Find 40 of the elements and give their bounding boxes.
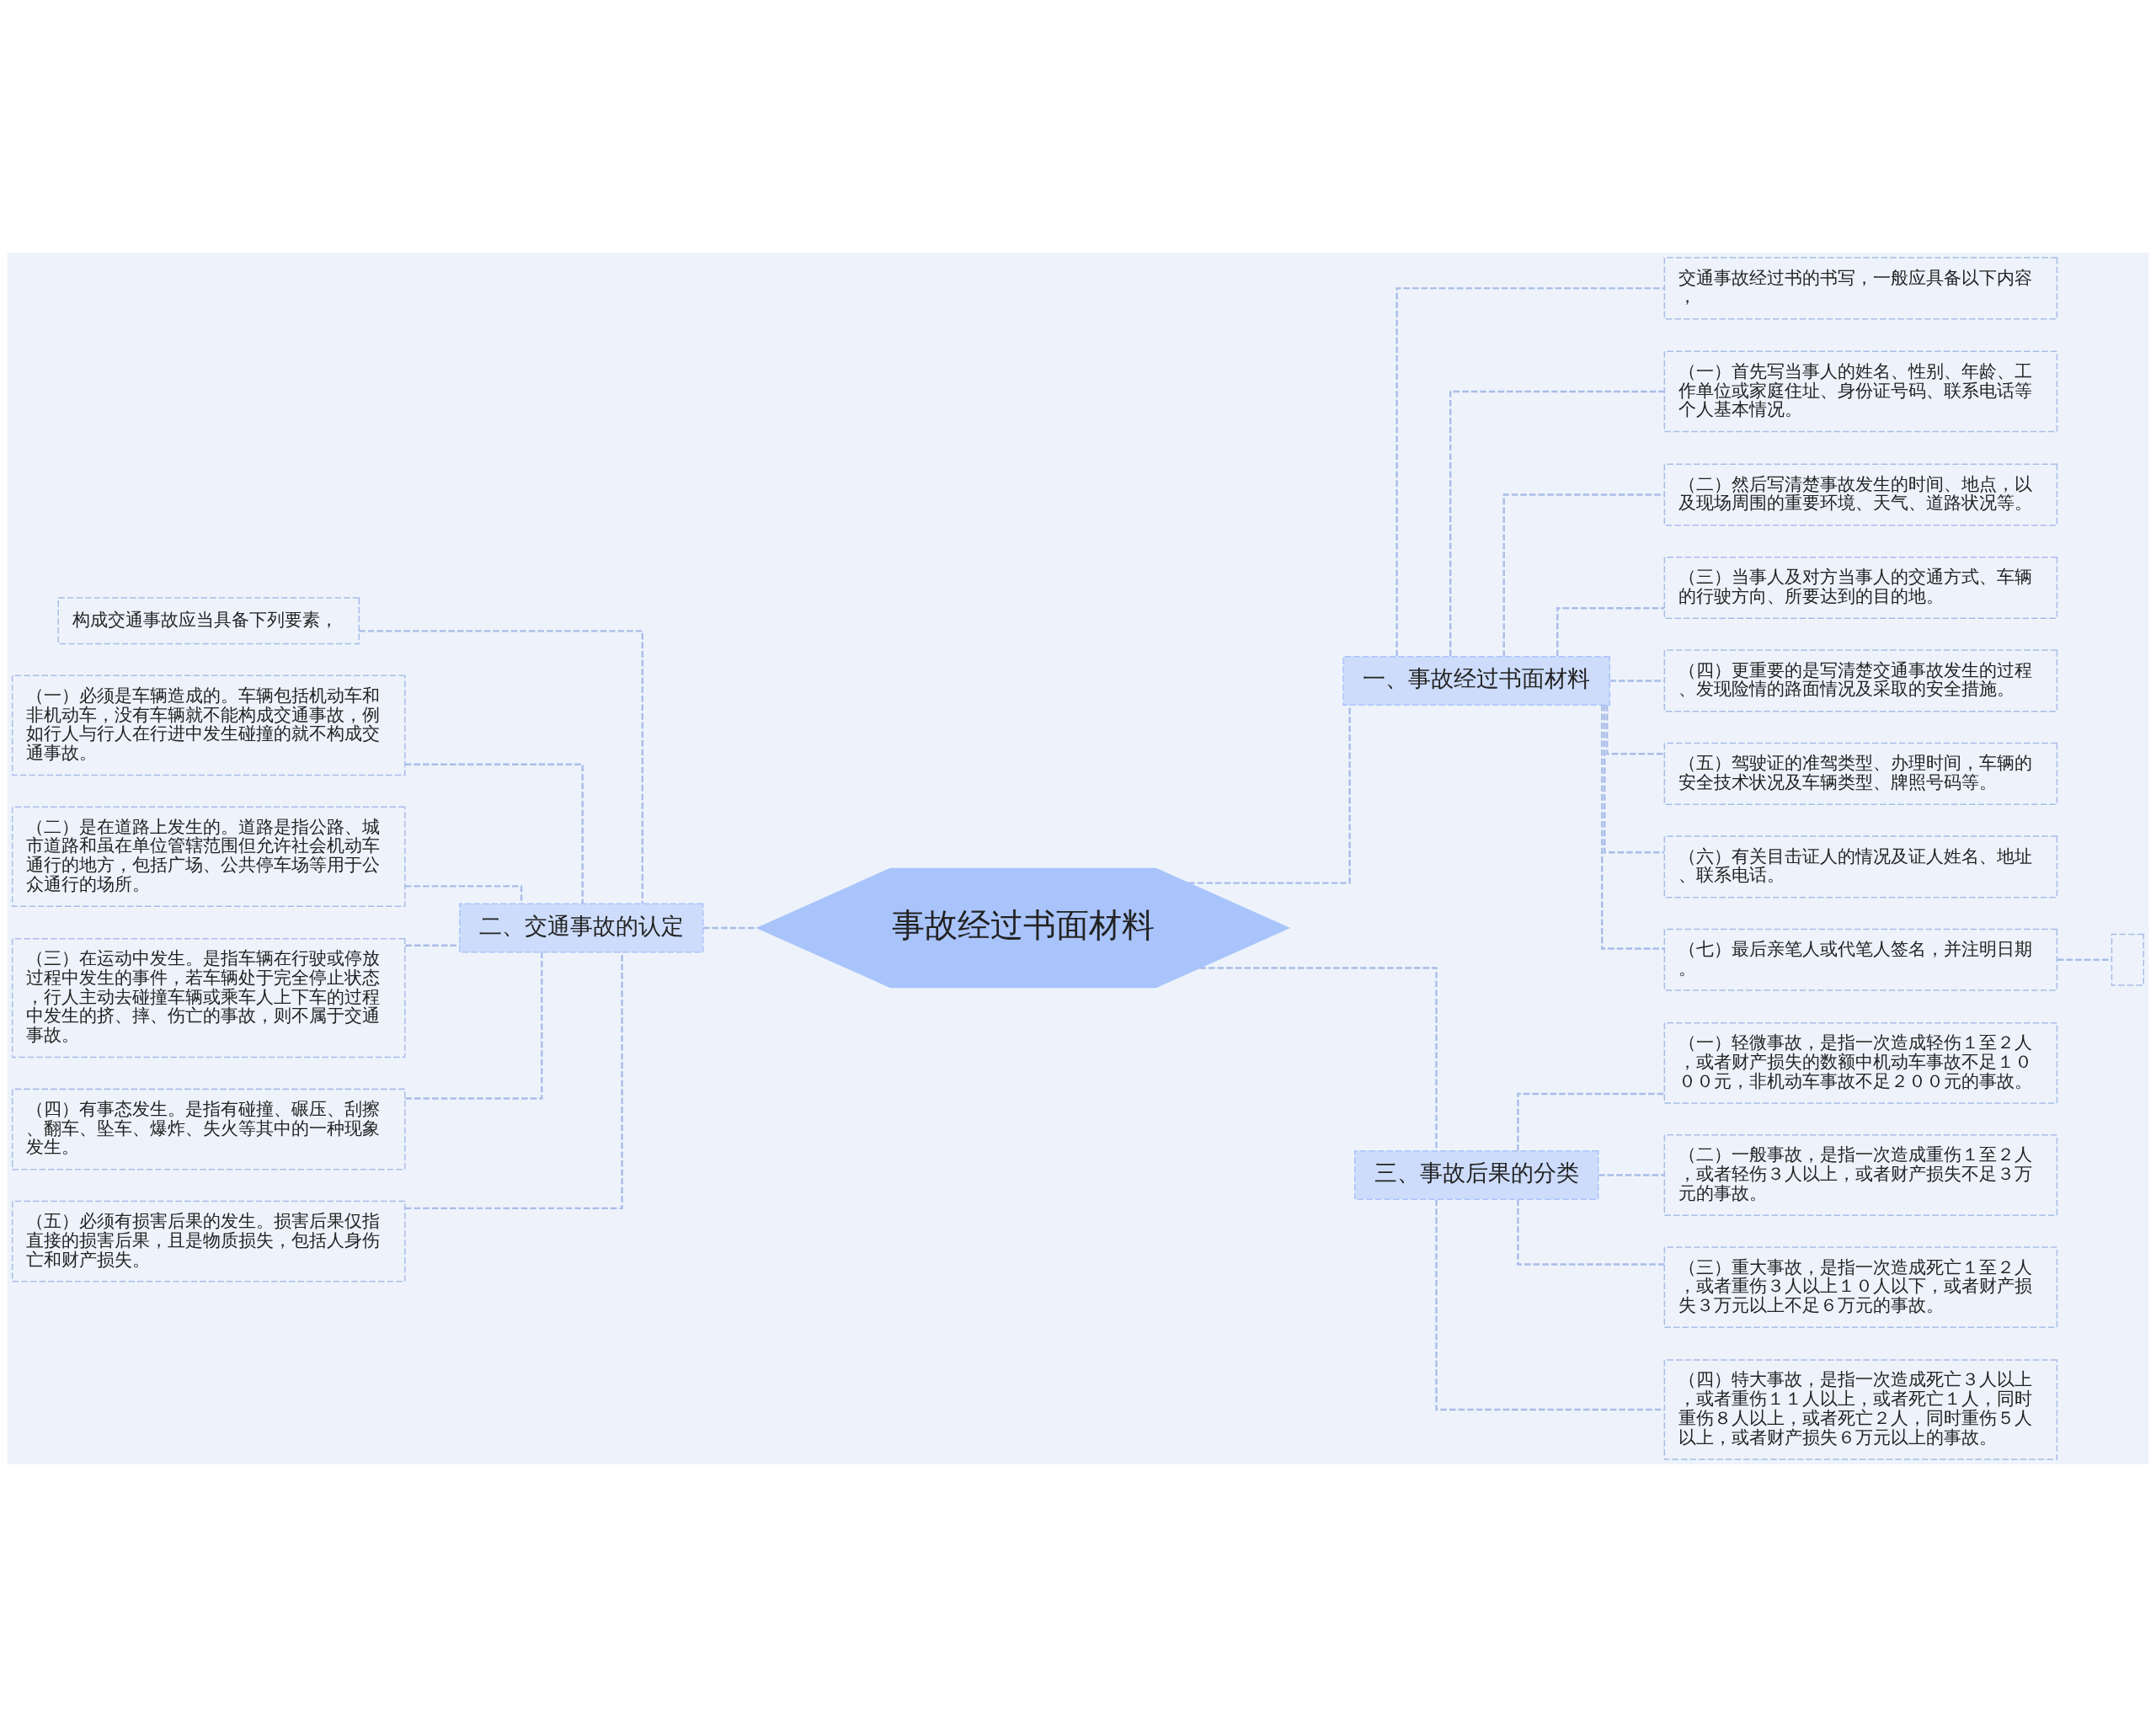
connector (405, 952, 543, 1100)
node-box: （二）然后写清楚事故发生的时间、地点，以及现场周围的重要环境、天气、道路状况等。 (1663, 463, 2058, 526)
connector (404, 952, 623, 1210)
connector (1502, 493, 1664, 657)
connector (1396, 287, 1665, 657)
node-box: （一）首先写当事人的姓名、性别、年龄、工作单位或家庭住址、身份证号码、联系电话等个人基本情况。 (1663, 350, 2058, 433)
connector (1188, 705, 1351, 884)
connector (1598, 1174, 1665, 1176)
node-box: （四）更重要的是写清楚交通事故发生的过程、发现险情的路面情况及采取的安全措施。 (1663, 649, 2058, 712)
connector (1517, 1199, 1665, 1266)
node-box: （五）必须有损害后果的发生。损害后果仅指直接的损害后果，且是物质损失，包括人身伤亡和财产损失。 (11, 1200, 406, 1282)
node-box: （四）特大事故，是指一次造成死亡３人以上，或者重伤１１人以上，或者死亡１人，同时重伤８人以上，或者死亡２人，同时重伤５人以上，或者财产损失６万元以上的事故。 (1663, 1359, 2058, 1460)
node-box: （三）在运动中发生。是指车辆在行驶或停放过程中发生的事件，若车辆处于完全停止状态，行人主动去碰撞车辆或乘车人上下车的过程中发生的挤、摔、伤亡的事故，则不属于交通事故。 (11, 938, 406, 1058)
node-box: 构成交通事故应当具备下列要素， (57, 597, 360, 645)
node-box: （六）有关目击证人的情况及证人姓名、地址、联系电话。 (1663, 835, 2058, 898)
node-box: （一）轻微事故，是指一次造成轻伤１至２人，或者财产损失的数额中机动车事故不足１０００元，非机动车事故不足２００元的事故。 (1663, 1021, 2058, 1104)
node-box: （三）当事人及对方当事人的交通方式、车辆的行驶方向、所要达到的目的地。 (1663, 556, 2058, 620)
connector (1556, 606, 1665, 657)
connector (1601, 705, 1665, 950)
node-box (2111, 933, 2145, 986)
connector (359, 630, 643, 904)
connector (1517, 1092, 1665, 1151)
connector (1604, 705, 1665, 854)
connector (1435, 1199, 1664, 1411)
node-box: （一）必须是车辆造成的。车辆包括机动车和非机动车，没有车辆就不能构成交通事故，例如行人与行人在行进中发生碰撞的就不构成交通事故。 (11, 675, 406, 776)
node-box: （四）有事态发生。是指有碰撞、碾压、刮擦、翻车、坠车、爆炸、失火等其中的一种现象发生。 (11, 1088, 406, 1170)
connector (1609, 680, 1665, 682)
connector (1449, 390, 1664, 657)
node-box: （五）驾驶证的准驾类型、办理时间，车辆的安全技术状况及车辆类型、牌照号码等。 (1663, 742, 2058, 805)
connector (1606, 705, 1664, 755)
connector (2057, 958, 2112, 961)
node-box: 交通事故经过书的书写，一般应具备以下内容， (1663, 257, 2058, 320)
node-box: 一、事故经过书面材料 (1342, 655, 1611, 706)
node-box: （二）一般事故，是指一次造成重伤１至２人，或者轻伤３人以上，或者财产损失不足３万元的事故。 (1663, 1134, 2058, 1216)
node-box: 三、事故后果的分类 (1353, 1150, 1599, 1201)
node-box: （七）最后亲笔人或代笔人签名，并注明日期。 (1663, 928, 2058, 991)
node-box: 二、交通事故的认定 (459, 903, 704, 953)
node-box: （三）重大事故，是指一次造成死亡１至２人，或者重伤３人以上１０人以下，或者财产损失３万元以上不足６万元的事故。 (1663, 1246, 2058, 1329)
node-box: （二）是在道路上发生的。道路是指公路、城市道路和虽在单位管辖范围但允许社会机动车通行的地方，包括广场、公共停车场等用于公众通行的场所。 (11, 806, 406, 907)
connector (404, 763, 584, 904)
